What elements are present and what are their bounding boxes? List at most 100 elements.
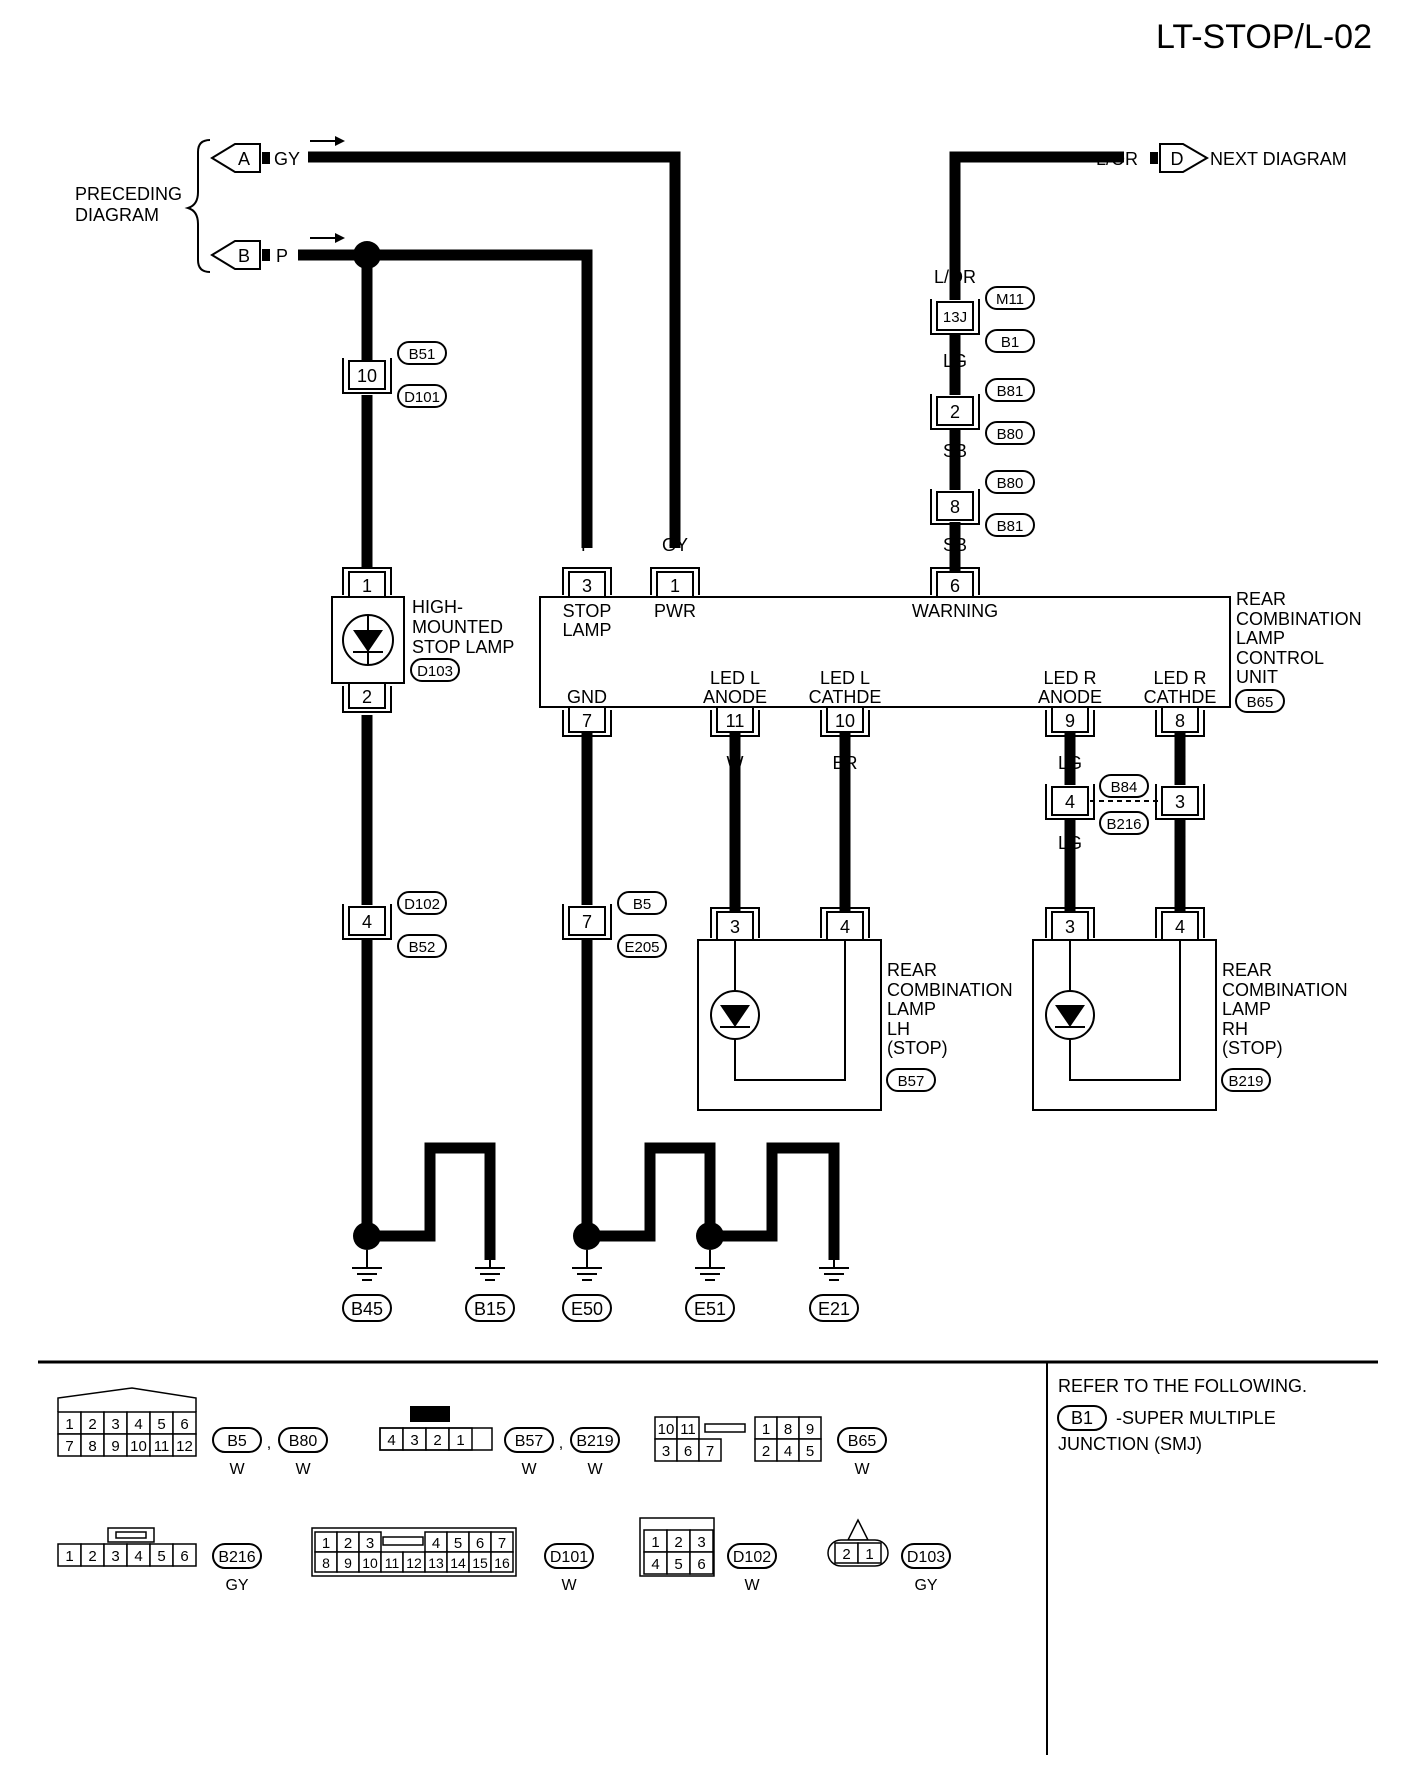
terminal-led-r-anode-2: ANODE	[1038, 687, 1102, 707]
c2-color-0: GY	[914, 1577, 937, 1594]
connector-d-terminal	[1150, 152, 1158, 164]
c6b-bottom-pin-5: 5	[674, 1556, 682, 1573]
terminal-warning: WARNING	[912, 601, 998, 621]
lamp-rh-pin-4: 4	[1175, 917, 1185, 937]
control-unit-label-3: LAMP	[1236, 628, 1285, 648]
c6b-top-pin-1: 1	[651, 1534, 659, 1551]
c2-pin-2: 2	[842, 1546, 850, 1563]
c12-bottom-pin-7: 7	[65, 1438, 73, 1455]
c65-top-pin-10: 10	[658, 1421, 675, 1438]
wire-label-b-11: B	[704, 1181, 716, 1201]
wire-label-b-1: B	[361, 729, 373, 749]
terminal-led-l-anode-2: ANODE	[703, 687, 767, 707]
wire-b-ground-b15	[367, 1142, 496, 1260]
svg-text:11: 11	[726, 711, 745, 731]
c6-pin-5: 5	[157, 1548, 165, 1565]
c2-id-D103: D103	[907, 1549, 945, 1566]
c6-pin-6: 6	[180, 1548, 188, 1565]
c65-id-B65: B65	[848, 1433, 877, 1450]
conn-id-d103: D103	[417, 663, 453, 680]
c12-top-pin-2: 2	[88, 1416, 96, 1433]
connector-d-letter: D	[1171, 149, 1184, 169]
c4-pin-3: 3	[410, 1432, 418, 1449]
wire-gy	[308, 151, 681, 548]
wire-label-lg-top: LG	[943, 351, 967, 371]
conn-id-d102: D102	[404, 896, 440, 913]
ground-e50: E50	[571, 1299, 603, 1319]
terminal-stop-lamp-1: STOP	[563, 601, 612, 621]
high-mount-label-2: MOUNTED	[412, 617, 503, 637]
c16-bottom-pin-9: 9	[344, 1555, 352, 1571]
lamp-lh-pin-4: 4	[840, 917, 850, 937]
conn-id-b57: B57	[898, 1073, 925, 1090]
terminal-led-l-anode-1: LED L	[710, 668, 760, 688]
wire-label-lor: L/OR	[934, 267, 976, 287]
c6-pin-2: 2	[88, 1548, 96, 1565]
control-unit-label-1: REAR	[1236, 589, 1286, 609]
c65-bottom-pin-4: 4	[784, 1443, 792, 1460]
c16-bottom-pin-11: 11	[385, 1555, 400, 1571]
c4-id-oval-1	[570, 1427, 620, 1453]
c6-pin-3: 3	[111, 1548, 119, 1565]
c6-latch	[115, 1531, 147, 1539]
c2-cell-1	[857, 1542, 882, 1564]
c65-top-pin-8: 8	[784, 1421, 792, 1438]
control-unit-label-2: COMBINATION	[1236, 609, 1362, 629]
c16-bottom-cell-16	[490, 1551, 514, 1573]
wire-label-b-9: B	[581, 1181, 593, 1201]
wire-label-b-12: B	[766, 1181, 778, 1201]
wire-lor	[949, 151, 1124, 300]
wire-label-p-4: P	[581, 535, 593, 555]
lamp-rh-label-2: COMBINATION	[1222, 980, 1348, 1000]
lamp-lh-label-4: LH	[887, 1019, 910, 1039]
wire-label-b-4: B	[581, 753, 593, 773]
inline-connector-10: 10	[342, 358, 392, 394]
control-unit-pins-bottom: 7 11 10 9 8	[562, 706, 1205, 737]
c12-bottom-pin-9: 9	[111, 1438, 119, 1455]
c12-color-0: W	[229, 1461, 245, 1478]
c12-top-pin-6: 6	[180, 1416, 188, 1433]
wire-label-y-2: Y	[1174, 833, 1186, 853]
c12-sep-0: ,	[267, 1435, 271, 1452]
c16-color-0: W	[561, 1577, 577, 1594]
c16-bottom-pin-12: 12	[406, 1555, 422, 1571]
c2-key	[846, 1518, 870, 1541]
c16-bottom-pin-16: 16	[494, 1555, 510, 1571]
connector-a-terminal	[262, 152, 270, 164]
c4-pin-1: 1	[456, 1432, 464, 1449]
svg-text:2: 2	[950, 402, 960, 422]
inline-connector-4-right: 4	[1045, 784, 1095, 820]
conn-id-b219: B219	[1228, 1073, 1263, 1090]
svg-text:4: 4	[1065, 792, 1075, 812]
c4-id-B219: B219	[576, 1433, 613, 1450]
connector-a-letter: A	[238, 149, 250, 169]
conn-id-b51: B51	[409, 346, 436, 363]
c16-latch	[382, 1536, 424, 1546]
c16-top-pin-4: 4	[432, 1535, 440, 1552]
conn-id-b65: B65	[1247, 694, 1274, 711]
connector-a-arrow	[210, 143, 261, 173]
terminal-led-l-cathde-2: CATHDE	[809, 687, 882, 707]
inline-connector-4-left: 4	[342, 904, 392, 940]
connector-b-arrow	[210, 240, 261, 270]
svg-text:13J: 13J	[943, 309, 967, 326]
wire-label-lg-1: LG	[1058, 753, 1082, 773]
c4-color-1: W	[587, 1461, 603, 1478]
c6b-frame	[639, 1517, 715, 1577]
conn-id-e205: E205	[624, 939, 659, 956]
high-mount-pin-2	[348, 682, 386, 709]
control-unit-pins-top: 3 1 6	[562, 567, 980, 598]
wire-label-sb-1: SB	[943, 441, 967, 461]
c16-bottom-pin-8: 8	[322, 1555, 330, 1571]
c6-pin-4: 4	[134, 1548, 142, 1565]
c6b-bottom-pin-4: 4	[651, 1556, 659, 1573]
svg-text:3: 3	[582, 576, 592, 596]
terminal-led-r-anode-1: LED R	[1043, 668, 1096, 688]
c65-top-pin-9: 9	[806, 1421, 814, 1438]
c2-pin-1: 1	[865, 1546, 873, 1563]
c6b-bottom-pin-6: 6	[697, 1556, 705, 1573]
c4-latch	[410, 1406, 450, 1422]
wire-label-p-3: P	[361, 535, 373, 555]
c6b-bottom-cell-6	[689, 1551, 714, 1575]
